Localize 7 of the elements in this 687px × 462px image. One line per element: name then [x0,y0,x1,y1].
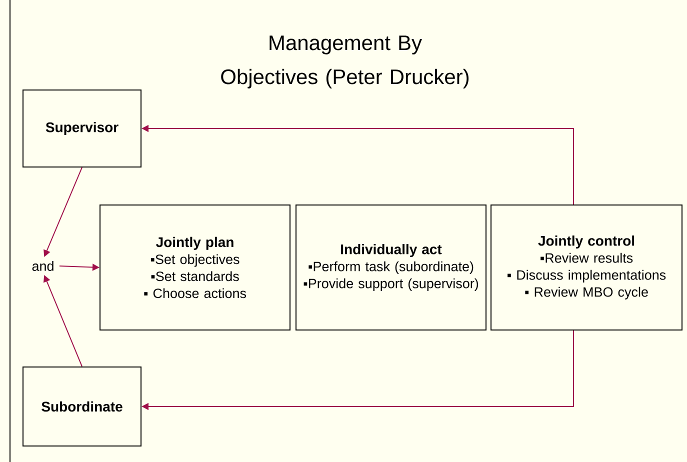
process-box: Jointly plan ▪Set objectives ▪Set standards ▪ Choose actions [100,204,290,330]
process-box: Individually act ▪Perform task (subordinate) ▪Provide support (supervisor) [296,204,486,330]
title: Management By Objectives (Peter Drucker) [221,36,469,88]
role-box: Subordinate [22,366,142,446]
role-box: Supervisor [22,90,142,168]
process-box: Jointly control ▪Review results ▪ Discuss implementations ▪ Review MBO cycle [490,204,682,330]
connector-text: and [32,261,54,271]
